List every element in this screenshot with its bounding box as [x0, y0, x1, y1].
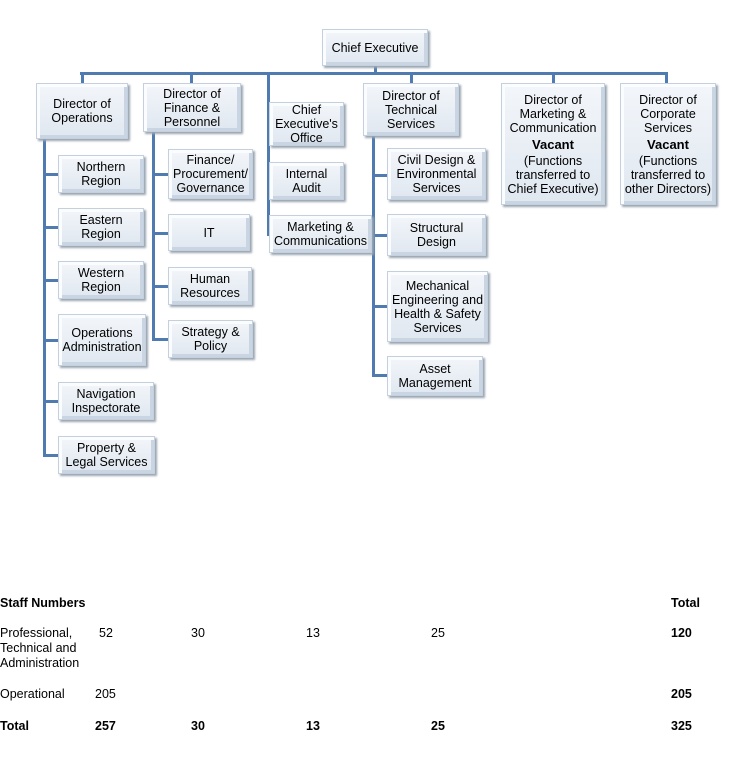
connector-line [372, 234, 387, 237]
box-label: Mechanical Engineering and Health & Safe… [391, 278, 484, 335]
unit-box: Chief Executive's Office [269, 102, 344, 146]
unit-box: IT [168, 214, 250, 251]
connector-line [152, 285, 168, 288]
box-label: Chief Executive [331, 40, 419, 55]
cell: 13 [306, 626, 320, 640]
connector-line [152, 173, 168, 176]
connector-line [152, 338, 168, 341]
unit-box: Internal Audit [269, 162, 344, 200]
chief-executive-box: Chief Executive [322, 29, 428, 66]
box-label: Director of Operations [51, 97, 113, 125]
connector-line [410, 72, 413, 84]
director-finance-box: Director of Finance & Personnel [143, 83, 241, 132]
box-label: Northern Region [76, 160, 126, 188]
box-label: Strategy & Policy [181, 325, 240, 353]
unit-box: Mechanical Engineering and Health & Safe… [387, 271, 488, 342]
staff-numbers-heading: Staff Numbers [0, 596, 86, 610]
connector-line [552, 72, 555, 84]
connector-line [665, 72, 668, 84]
box-label: Structural Design [409, 221, 464, 249]
connector-line [80, 72, 668, 75]
connector-line [190, 72, 193, 84]
box-label: Human Resources [180, 272, 240, 300]
box-label: Internal Audit [285, 167, 328, 195]
row-total: 205 [671, 687, 692, 701]
connector-line [372, 374, 387, 377]
connector-line [43, 279, 58, 282]
unit-box: Structural Design [387, 214, 486, 256]
box-label: Director of Technical Services [382, 88, 440, 131]
connector-line [372, 174, 387, 177]
cell: 25 [431, 626, 445, 640]
box-label: IT [203, 225, 215, 240]
connector-line [43, 139, 46, 456]
row-label: Professional, Technical and Administrati… [0, 626, 80, 670]
connector-line [267, 72, 270, 236]
unit-box: Human Resources [168, 267, 252, 305]
unit-box: Northern Region [58, 155, 144, 193]
cell: 52 [99, 626, 113, 640]
connector-line [152, 132, 155, 341]
connector-line [372, 136, 375, 376]
unit-box: Western Region [58, 261, 144, 299]
connector-line [81, 72, 84, 84]
total-column-header: Total [671, 596, 700, 610]
box-label: Asset Management [398, 362, 472, 390]
cell: 30 [191, 626, 205, 640]
cell: 30 [191, 719, 205, 733]
director-corporate-box: Director of Corporate Services Vacant (F… [620, 83, 716, 205]
box-label: Chief Executive's Office [275, 103, 338, 145]
row-label: Operational [0, 687, 65, 701]
box-label: Finance/ Procurement/ Governance [172, 153, 249, 195]
unit-box: Operations Administration [58, 314, 146, 366]
row-label: Total [0, 719, 29, 733]
vacant-label: Vacant [532, 136, 574, 152]
unit-box: Strategy & Policy [168, 320, 253, 358]
cell: 13 [306, 719, 320, 733]
connector-line [372, 305, 387, 308]
cell: 257 [95, 719, 116, 733]
connector-line [43, 339, 58, 342]
unit-box: Marketing & Communications [269, 215, 372, 253]
box-label: Civil Design & Environmental Services [396, 153, 477, 195]
cell: 205 [95, 687, 116, 701]
director-technical-box: Director of Technical Services [363, 83, 459, 136]
unit-box: Finance/ Procurement/ Governance [168, 149, 253, 199]
row-total: 120 [671, 626, 692, 640]
unit-box: Civil Design & Environmental Services [387, 148, 486, 200]
box-label: Marketing & Communications [273, 220, 368, 248]
box-label: Western Region [77, 266, 125, 294]
vacant-label: Vacant [647, 136, 689, 152]
unit-box: Asset Management [387, 356, 483, 396]
box-label: Navigation Inspectorate [71, 387, 141, 415]
box-label: Operations Administration [62, 326, 142, 354]
unit-box: Eastern Region [58, 208, 144, 246]
connector-line [374, 66, 377, 74]
box-label: Director of Finance & Personnel [163, 86, 221, 129]
director-marketing-box: Director of Marketing & Communication Va… [501, 83, 605, 205]
connector-line [152, 232, 168, 235]
unit-box: Navigation Inspectorate [58, 382, 154, 420]
unit-box: Property & Legal Services [58, 436, 155, 474]
connector-line [43, 400, 58, 403]
box-label: Property & Legal Services [65, 441, 148, 469]
director-operations-box: Director of Operations [36, 83, 128, 139]
connector-line [43, 173, 58, 176]
cell: 25 [431, 719, 445, 733]
box-note: (Functions transferred to Chief Executiv… [507, 153, 599, 196]
box-label: Eastern Region [79, 213, 123, 241]
box-note: (Functions transferred to other Director… [624, 153, 712, 196]
connector-line [43, 226, 58, 229]
connector-line [43, 454, 58, 457]
box-label: Director of Corporate Services [639, 92, 697, 135]
box-label: Director of Marketing & Communication [509, 92, 597, 135]
row-total: 325 [671, 719, 692, 733]
